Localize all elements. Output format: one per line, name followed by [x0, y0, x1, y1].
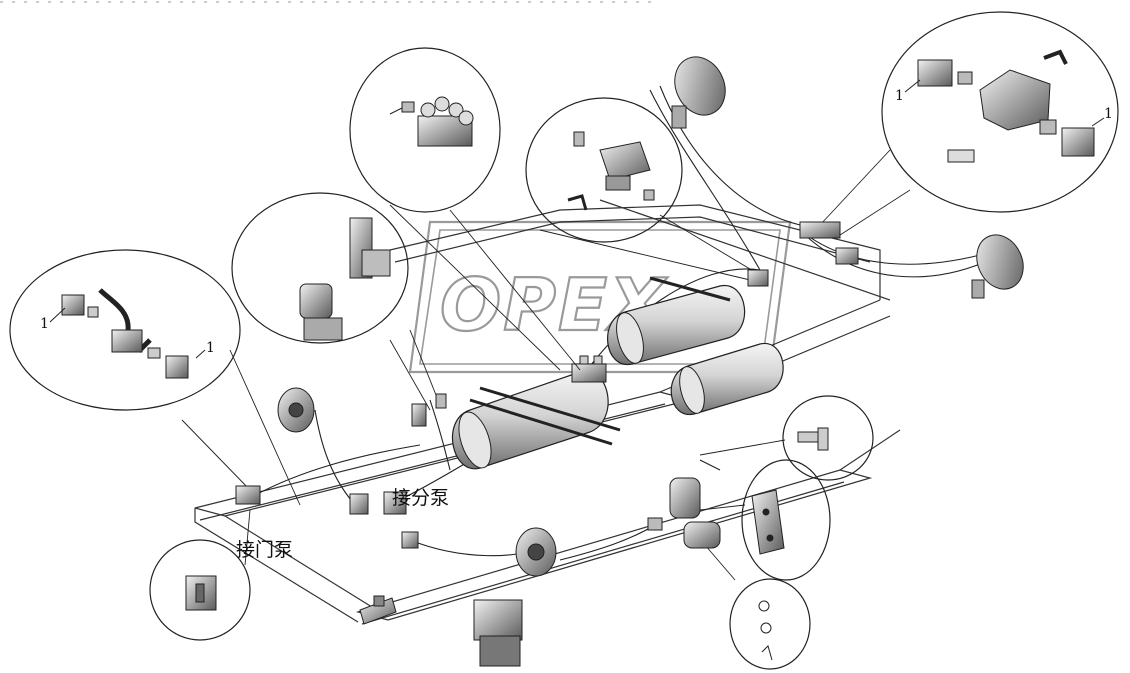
callout-solenoid — [231, 192, 409, 344]
left-callout-parts — [49, 288, 206, 379]
fittings — [235, 221, 859, 549]
label-split-pump: 接分泵 — [392, 487, 449, 509]
callout-label-right-2: 1 — [1104, 106, 1113, 122]
central-valve-cluster — [571, 355, 607, 383]
callout-label-left-2: 1 — [206, 340, 215, 356]
brake-chamber-left — [277, 387, 315, 433]
callout-label-right-1: 1 — [895, 88, 904, 104]
leader-lines — [181, 149, 911, 581]
quad-valve-callout-parts — [389, 96, 474, 147]
air-tank-large — [452, 370, 621, 470]
air-tank-upper — [607, 276, 746, 365]
relay-valve-callout-parts — [567, 131, 655, 211]
door-valve-callout-parts — [185, 575, 217, 611]
callout-relay-valve — [525, 97, 683, 243]
brake-chamber-top — [671, 56, 726, 129]
tee-callout-parts — [797, 427, 829, 451]
brake-chamber-right — [971, 234, 1024, 299]
callout-upper-right — [881, 11, 1119, 213]
callout-seals — [729, 578, 811, 670]
callout-door-valve — [149, 539, 251, 641]
bracket-callout-parts — [751, 489, 785, 555]
air-tank-lower — [670, 343, 784, 416]
callout-bracket — [741, 459, 831, 581]
callout-label-left-1: 1 — [40, 316, 49, 332]
air-compressor — [473, 599, 523, 667]
upper-right-callout-parts — [904, 49, 1105, 163]
label-door-pump: 接门泵 — [236, 539, 293, 561]
callout-quad-valve — [349, 47, 501, 213]
solenoid-callout-parts — [299, 217, 391, 341]
air-dryer — [669, 477, 721, 549]
pedal-valve — [359, 595, 397, 625]
seals-callout-parts — [758, 600, 773, 661]
brake-chamber-bottom — [515, 527, 557, 577]
callout-tee — [782, 395, 874, 481]
detail-callout-circles — [9, 11, 1119, 670]
callout-left-valves — [9, 249, 241, 411]
